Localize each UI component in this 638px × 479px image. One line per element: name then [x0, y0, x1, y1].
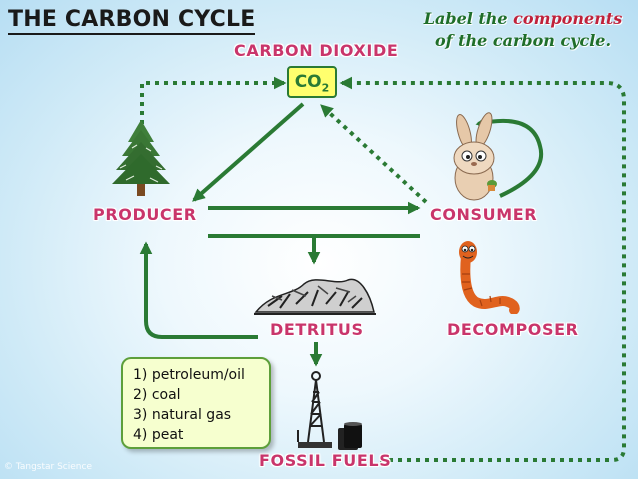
fossil-fuel-item: 1) petroleum/oil [133, 367, 245, 383]
instructions-part1: Label the [423, 9, 514, 28]
arrow-consumer-loop [475, 115, 544, 198]
fossil-fuel-item: 4) peat [133, 427, 184, 443]
co2-box: CO2 [287, 66, 337, 98]
fossil-fuel-types-box: 1) petroleum/oil 2) coal 3) natural gas … [121, 357, 271, 449]
label-detritus: DETRITUS [270, 320, 364, 339]
rabbit-icon [453, 112, 497, 201]
dotted-arrow-fossil-to-co2 [339, 76, 626, 462]
arrow-detritus-to-producer [139, 241, 258, 339]
arrow-to-detritus [208, 234, 420, 262]
instructions-part2: of the carbon cycle. [434, 31, 612, 50]
tree-icon [112, 120, 170, 196]
worm-icon [459, 241, 520, 314]
label-carbon-dioxide: CARBON DIOXIDE [234, 41, 399, 60]
dotted-arrow-producer-to-co2 [140, 76, 287, 160]
credit-text: © Tangstar Science [4, 462, 92, 472]
instructions-highlight: components [513, 9, 623, 28]
oil-derrick-icon [297, 371, 362, 450]
label-consumer: CONSUMER [430, 205, 538, 224]
slide-title: THE CARBON CYCLE [8, 8, 256, 35]
label-decomposer: DECOMPOSER [447, 320, 579, 339]
dotted-arrow-consumer-to-co2 [320, 104, 428, 204]
co2-subscript: 2 [321, 81, 330, 95]
arrow-co2-to-producer [192, 102, 305, 202]
instructions-text: Label the components of the carbon cycle… [418, 8, 628, 52]
label-producer: PRODUCER [93, 205, 197, 224]
fossil-fuel-item: 2) coal [133, 387, 181, 403]
fossil-fuel-item: 3) natural gas [133, 407, 232, 423]
detritus-icon [254, 278, 376, 315]
co2-text: CO [294, 72, 322, 92]
label-fossil-fuels: FOSSIL FUELS [259, 451, 392, 470]
